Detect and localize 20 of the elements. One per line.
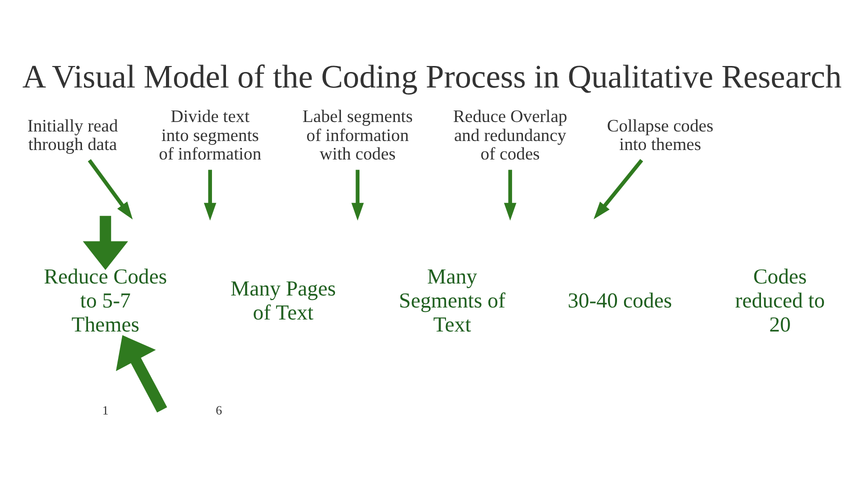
arrow — [116, 335, 168, 413]
arrow — [351, 170, 364, 221]
arrow — [88, 159, 133, 220]
node-text: Label segments of information with codes — [302, 106, 413, 164]
node-text: Reduce Codes to 5-7 Themes — [44, 264, 168, 336]
node-text: Many Pages of Text — [230, 276, 336, 324]
arrow — [504, 170, 516, 221]
arrow — [82, 216, 128, 270]
node-text: Collapse codes into themes — [607, 115, 714, 154]
node-text: Initially read through data — [27, 115, 118, 154]
arrow — [594, 159, 644, 220]
node-text: Codes reduced to 20 — [735, 264, 825, 336]
diagram-title: A Visual Model of the Coding Process in Qualitative Research — [22, 59, 842, 96]
arrow — [204, 170, 216, 221]
label: 1 — [102, 403, 109, 418]
node-text: Many Segments of Text — [398, 264, 506, 336]
node-text: Reduce Overlap and redundancy of codes — [453, 106, 568, 164]
node-text: Divide text into segments of information — [158, 106, 262, 164]
node-text: 30-40 codes — [568, 288, 672, 312]
label: 6 — [216, 403, 222, 418]
